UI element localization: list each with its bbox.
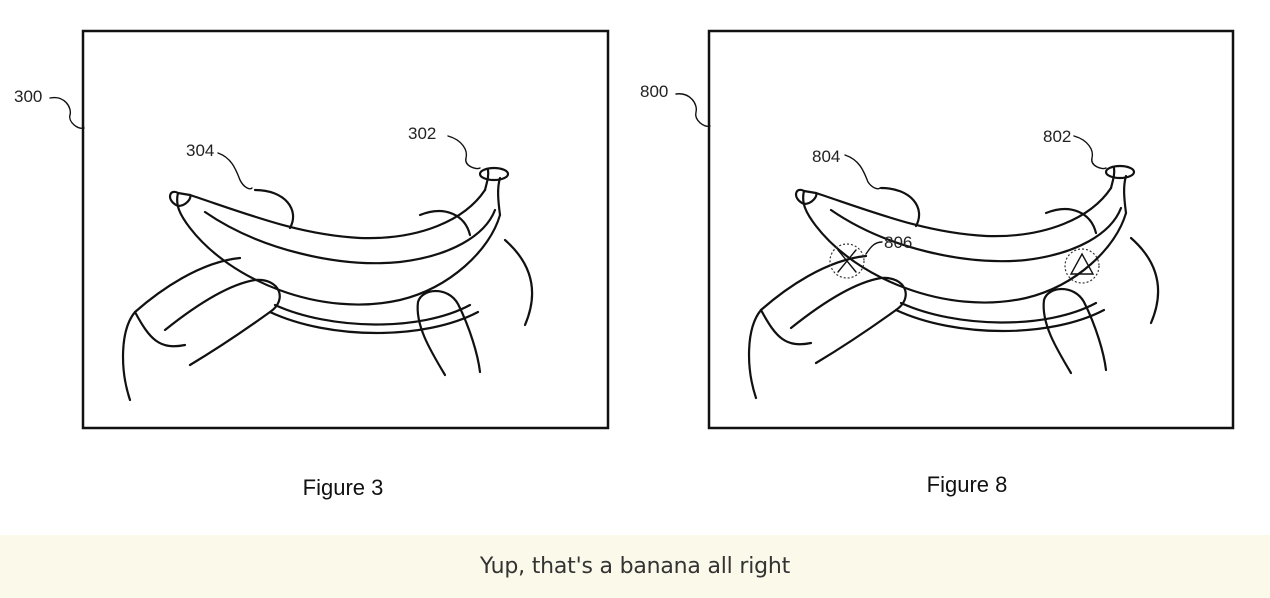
banana-drawing-figure-8 bbox=[747, 164, 1160, 400]
banana-drawing-figure-3 bbox=[121, 166, 534, 402]
leader-304 bbox=[217, 152, 253, 190]
image-caption: Yup, that's a banana all right bbox=[0, 535, 1270, 598]
triangle-marker-icon bbox=[1064, 248, 1100, 284]
ref-label-800: 800 bbox=[640, 82, 668, 101]
figure-8-frame bbox=[707, 29, 1235, 430]
ref-label-304: 304 bbox=[186, 141, 214, 160]
ref-label-300: 300 bbox=[14, 87, 42, 106]
patent-figures-svg: 300 304 302 Figure 3 800 804 802 806 Fig… bbox=[14, 29, 1235, 500]
x-marker-icon bbox=[829, 243, 865, 279]
figure-3: 300 304 302 Figure 3 bbox=[14, 29, 610, 500]
leader-804 bbox=[844, 154, 881, 190]
figure-3-title: Figure 3 bbox=[303, 475, 384, 500]
leader-802 bbox=[1073, 135, 1107, 170]
figure-3-frame bbox=[81, 29, 610, 430]
ref-label-802: 802 bbox=[1043, 127, 1071, 146]
leader-806 bbox=[865, 241, 883, 255]
figure-8: 800 804 802 806 Figure 8 bbox=[640, 29, 1235, 497]
ref-label-804: 804 bbox=[812, 147, 840, 166]
ref-label-806: 806 bbox=[884, 233, 912, 252]
patent-figures: 300 304 302 Figure 3 800 804 802 806 Fig… bbox=[14, 29, 1235, 500]
leader-302 bbox=[447, 135, 481, 170]
ref-label-302: 302 bbox=[408, 124, 436, 143]
caption-text: Yup, that's a banana all right bbox=[479, 554, 791, 579]
leader-300 bbox=[49, 96, 85, 129]
leader-800 bbox=[675, 93, 711, 127]
figure-8-title: Figure 8 bbox=[927, 472, 1008, 497]
